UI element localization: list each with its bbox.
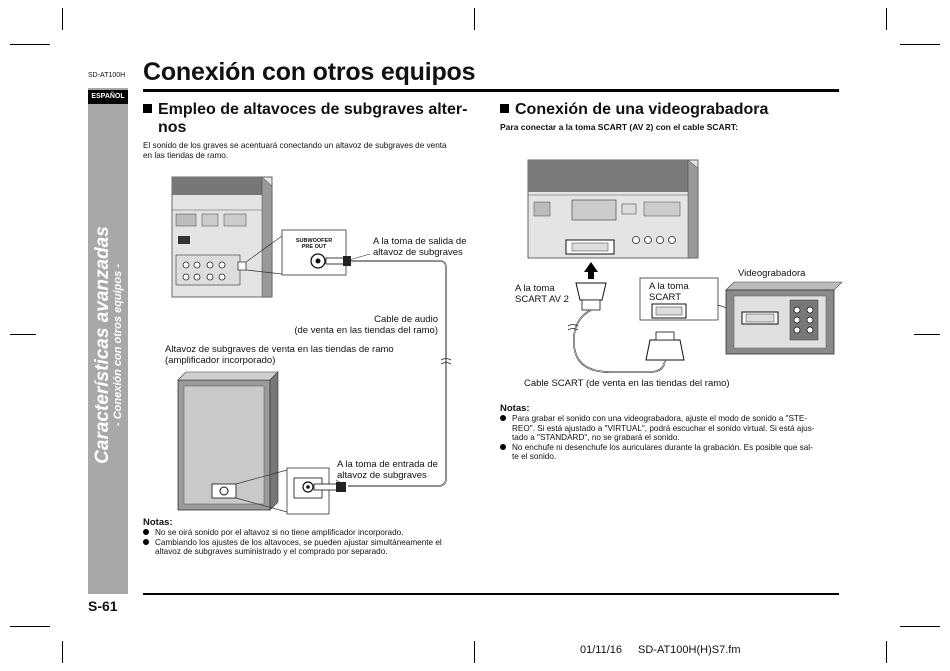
language-tab: ESPAÑOL (88, 90, 128, 104)
crop-mark (62, 641, 63, 663)
subwoofer-heading: Empleo de altavoces de subgraves alter- … (143, 101, 467, 137)
rca-plug-icon (343, 256, 351, 266)
scart-plug-icon (575, 282, 607, 301)
crop-mark (914, 334, 940, 335)
bullet-icon (143, 538, 149, 545)
crop-mark (10, 44, 50, 45)
callout-subwoofer-speaker: Altavoz de subgraves de venta en las tie… (165, 344, 394, 366)
scart-plug-icon (645, 339, 685, 361)
main-unit-rear-right (527, 159, 699, 259)
vcr-heading: Conexión de una videograbadora (500, 101, 768, 119)
callout-scart: A la toma SCART (649, 281, 689, 303)
crop-mark (474, 8, 475, 30)
list-item: Cambiando los ajustes de los altavoces, … (143, 538, 483, 557)
list-item: Para grabar el sonido con una videograba… (500, 414, 840, 443)
subwoofer-panel-label: SUBWOOFER PRE OUT (295, 238, 333, 250)
bottom-rule (143, 593, 839, 595)
crop-mark (900, 626, 940, 627)
square-bullet-icon (500, 104, 509, 113)
subwoofer-out-panel (281, 229, 347, 276)
callout-audio-cable: Cable de audio (de venta en las tiendas … (294, 314, 438, 336)
title-rule (143, 89, 839, 92)
subwoofer-intro: El sonido de los graves se acentuará con… (143, 141, 447, 160)
subwoofer-speaker (177, 371, 279, 511)
arrow-up-icon (584, 262, 598, 279)
crop-mark (62, 8, 63, 30)
right-notes-title: Notas: (500, 403, 530, 414)
vcr-subheading: Para conectar a la toma SCART (AV 2) con… (500, 122, 738, 132)
footer-filename: SD-AT100H(H)S7.fm (638, 644, 741, 656)
page-number: S-61 (88, 598, 118, 614)
bullet-icon (500, 443, 506, 450)
crop-mark (10, 626, 50, 627)
left-notes-title: Notas: (143, 517, 173, 528)
callout-subwoofer-out: A la toma de salida de altavoz de subgra… (373, 236, 467, 258)
callout-subwoofer-in: A la toma de entrada de altavoz de subgr… (337, 459, 438, 481)
crop-mark (900, 44, 940, 45)
right-notes-list: Para grabar el sonido con una videograba… (500, 414, 840, 462)
left-notes-list: No se oirá sonido por el altavoz si no t… (143, 528, 483, 557)
callout-vcr: Videograbadora (738, 268, 806, 279)
main-unit-rear-left (171, 176, 273, 298)
crop-mark (886, 641, 887, 663)
list-item: No se oirá sonido por el altavoz si no t… (143, 528, 483, 538)
crop-mark (474, 641, 475, 663)
crop-mark (10, 334, 36, 335)
callout-scart-cable: Cable SCART (de venta en las tiendas del… (524, 378, 730, 389)
model-number: SD-AT100H (88, 72, 126, 79)
page-title: Conexión con otros equipos (143, 58, 476, 86)
list-item: No enchufe ni desenchufe los auriculares… (500, 443, 840, 462)
crop-mark (886, 8, 887, 30)
vcr-rear (725, 281, 843, 355)
callout-scart-av2: A la toma SCART AV 2 (515, 283, 569, 305)
square-bullet-icon (143, 104, 152, 113)
footer-date: 01/11/16 (580, 644, 623, 656)
bullet-icon (500, 415, 506, 421)
bullet-icon (143, 529, 149, 535)
section-sidebar (88, 88, 128, 594)
